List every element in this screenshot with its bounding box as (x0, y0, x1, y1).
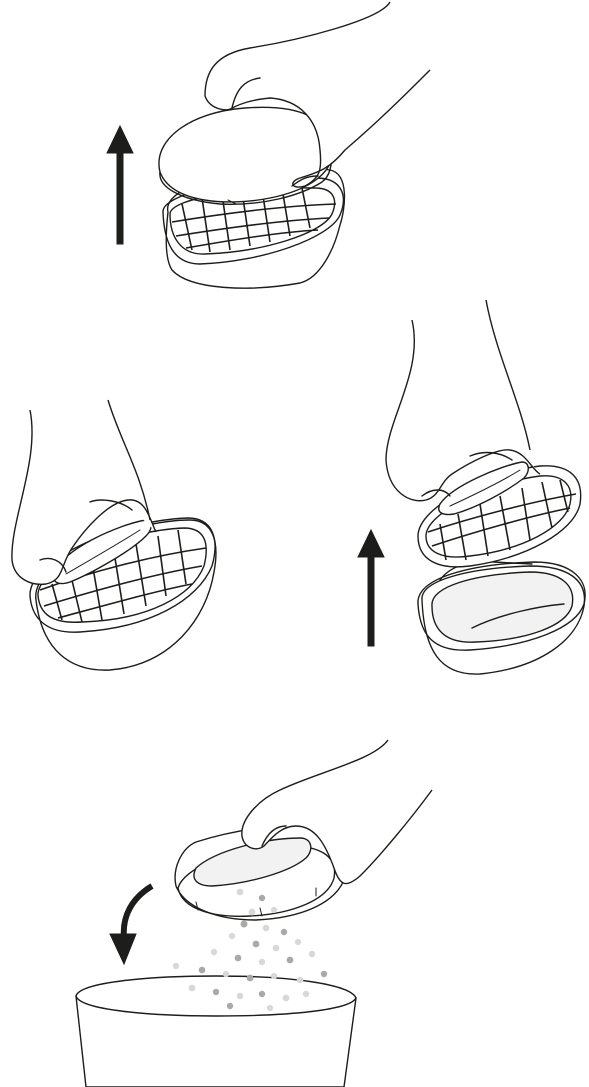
step-4-empty-tray (76, 740, 432, 1087)
step-3-lift-grid (358, 300, 585, 674)
particle (283, 995, 290, 1002)
particle (303, 991, 309, 997)
particle (321, 971, 327, 977)
particle (189, 985, 196, 992)
particle (241, 921, 248, 928)
particle (259, 991, 265, 997)
particle (287, 957, 294, 964)
particle (211, 949, 217, 955)
particle (249, 909, 256, 916)
particle (213, 989, 219, 995)
particle (229, 933, 235, 939)
particle (273, 945, 280, 952)
particle (173, 963, 179, 969)
curved-pour-arrow-icon (110, 886, 152, 964)
particle (253, 941, 260, 948)
particle (271, 907, 277, 913)
particle (309, 951, 315, 957)
particle (281, 929, 287, 935)
particle (237, 889, 244, 896)
particle (237, 993, 244, 1000)
up-arrow-icon (358, 530, 384, 646)
particle (223, 971, 229, 977)
particle (235, 955, 242, 962)
particle (227, 1003, 233, 1009)
particle (263, 925, 270, 932)
particle (259, 895, 265, 901)
particle (199, 967, 206, 974)
lid-icon (159, 107, 332, 204)
particle (247, 975, 254, 982)
particle (259, 959, 265, 965)
particle (295, 939, 301, 945)
step-2-grip-grid (12, 400, 216, 670)
particle (297, 977, 304, 984)
tray-icon (418, 562, 585, 674)
particle (271, 973, 277, 979)
particle (267, 1005, 273, 1011)
step-1-lift-lid (107, 2, 430, 288)
up-arrow-icon (107, 126, 133, 244)
